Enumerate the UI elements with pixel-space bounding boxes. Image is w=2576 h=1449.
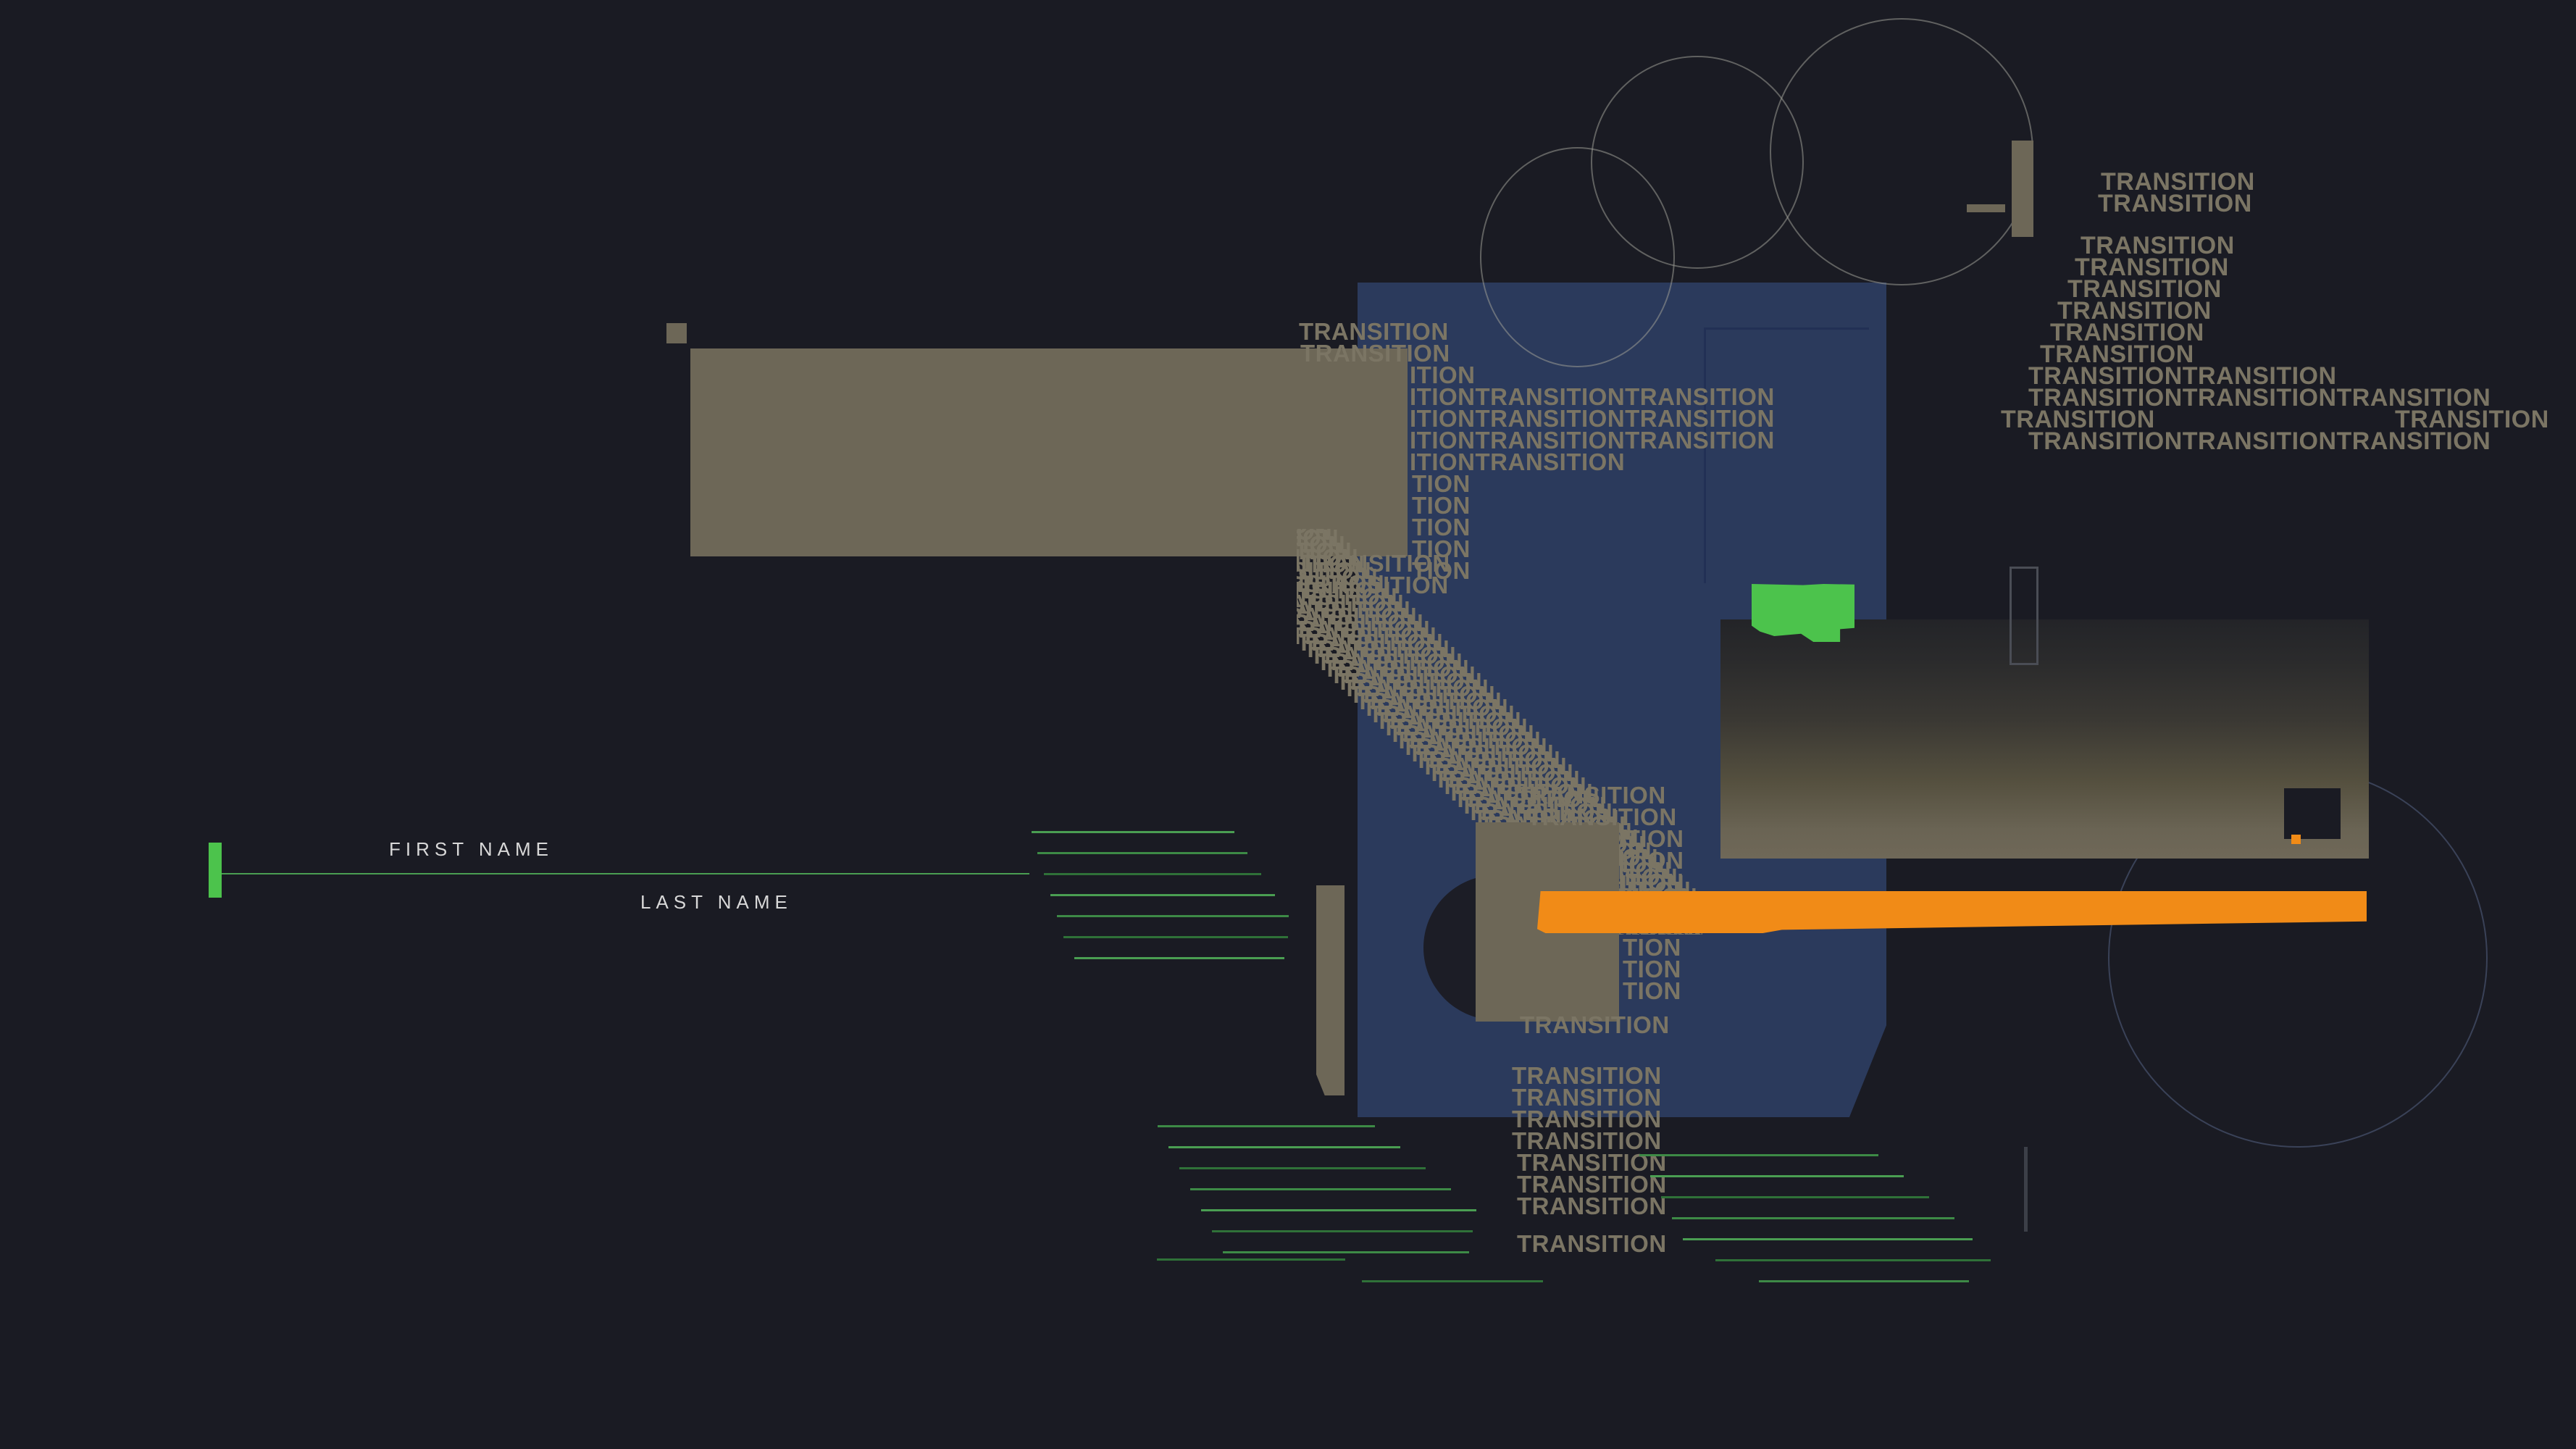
transition-word: TRANSITION	[1517, 1230, 1667, 1257]
transition-word: TRANSITION	[1512, 1127, 1662, 1154]
transition-word: TRANSITION	[2081, 232, 2235, 259]
transition-word: TRANSITIONTRANSITION	[2028, 362, 2337, 390]
transition-word: ITION	[1618, 825, 1684, 852]
transition-word: TRANSITION	[1299, 318, 1449, 345]
green-rule	[1074, 957, 1284, 959]
tan-vertical-bar	[1316, 885, 1345, 1095]
tan-marker-square	[666, 323, 687, 343]
transition-word: TRANSITION	[1300, 550, 1450, 577]
transition-word: TRANSITION	[2395, 406, 2549, 433]
transition-word: TRANSITIONTRANSITIONTRANSITION	[2028, 384, 2491, 412]
transition-word: TRANSITION	[2057, 297, 2212, 325]
green-rule	[1063, 936, 1288, 938]
first-name-underline	[222, 873, 1029, 874]
green-rule	[1179, 1167, 1426, 1169]
blue-panel-inner-frame	[1704, 327, 1869, 583]
transition-word: TRANSITIONTRANSITIONTRANSITION	[2028, 427, 2491, 455]
green-rule	[1050, 894, 1275, 896]
vertical-hairline	[2024, 1147, 2028, 1232]
last-name-label: LAST NAME	[640, 891, 793, 913]
transition-word: TION	[1412, 492, 1471, 519]
transition-word: TRANSITION	[2040, 341, 2194, 368]
transition-word: TION	[1412, 514, 1471, 540]
horizontal-dash-mark	[1967, 204, 2005, 212]
transition-word: TRANSITION	[1512, 1084, 1662, 1111]
transition-word: TION	[1412, 557, 1471, 584]
transition-word: TRANSITION	[1527, 803, 1677, 830]
transition-word: TRANSITION	[2098, 190, 2252, 217]
transition-word: TION	[1412, 470, 1471, 497]
transition-word: ITIONTRANSITIONTRANSITION	[1410, 383, 1775, 410]
transition-word: TION	[1623, 934, 1681, 961]
green-rule	[1759, 1280, 1969, 1282]
transition-word: TRANSITION	[2075, 254, 2229, 281]
green-rule	[1683, 1238, 1973, 1240]
transition-word: ITION	[1618, 869, 1684, 895]
gradient-slab	[1720, 619, 2369, 859]
transition-word: ITIONTRANSITIONTRANSITION	[1410, 427, 1775, 454]
transition-word: TRANSITION	[2067, 275, 2222, 303]
transition-word: TRANSITION	[1299, 572, 1449, 598]
green-rule	[1672, 1217, 1954, 1219]
green-rule	[1715, 1259, 1991, 1261]
transition-word: TION	[1412, 535, 1471, 562]
green-rule	[1650, 1175, 1904, 1177]
last-name-input[interactable]	[640, 920, 1020, 956]
green-rule	[1661, 1196, 1929, 1198]
green-rule	[1362, 1280, 1543, 1282]
transition-word: TRANSITION	[2101, 168, 2255, 196]
text-cursor-caret[interactable]	[209, 843, 222, 898]
transition-word: TRANSITION	[1512, 1062, 1662, 1089]
transition-word: ITIONTRANSITION	[1410, 448, 1626, 475]
outlined-vertical-rect	[2010, 567, 2038, 665]
green-rule	[1032, 831, 1234, 833]
transition-word: ITION	[1410, 362, 1476, 388]
green-rule	[1201, 1209, 1476, 1211]
gradient-slab-inset-box	[2284, 788, 2341, 839]
first-name-input[interactable]	[232, 833, 1017, 872]
vertical-tick-bar	[2012, 141, 2033, 237]
green-rule	[1158, 1125, 1375, 1127]
transition-word: TRANSITION	[1300, 340, 1450, 367]
circle-outline-1	[1770, 18, 2033, 285]
transition-word: TRANSITION	[1516, 782, 1666, 809]
green-rule	[1639, 1154, 1878, 1156]
green-rule	[1212, 1230, 1473, 1232]
status-dot-orange	[2291, 835, 2301, 844]
transition-word: TRANSITION	[1517, 1193, 1667, 1219]
green-rule	[1044, 873, 1261, 875]
tan-banner-block	[690, 348, 1408, 556]
transition-word: TION	[1623, 977, 1681, 1004]
circle-outline-3	[1480, 147, 1675, 367]
transition-word: TRANSITION	[2001, 406, 2155, 433]
green-rule	[1057, 915, 1289, 917]
transition-word: ITION	[1618, 847, 1684, 874]
transition-word: TRANSITION	[2050, 319, 2204, 346]
transition-word: TRANSITION	[1520, 1011, 1670, 1038]
green-rule	[1223, 1251, 1469, 1253]
green-rule	[1037, 852, 1247, 854]
transition-word: ITIONTRANSITIONTRANSITION	[1410, 405, 1775, 432]
transition-word: TRANSITION	[1517, 1171, 1667, 1198]
green-blob	[1752, 584, 1854, 642]
transition-word: TION	[1623, 956, 1681, 982]
green-rule	[1190, 1188, 1451, 1190]
transition-word: TRANSITION	[1512, 1106, 1662, 1132]
green-rule	[1157, 1258, 1345, 1261]
green-rule	[1168, 1146, 1400, 1148]
